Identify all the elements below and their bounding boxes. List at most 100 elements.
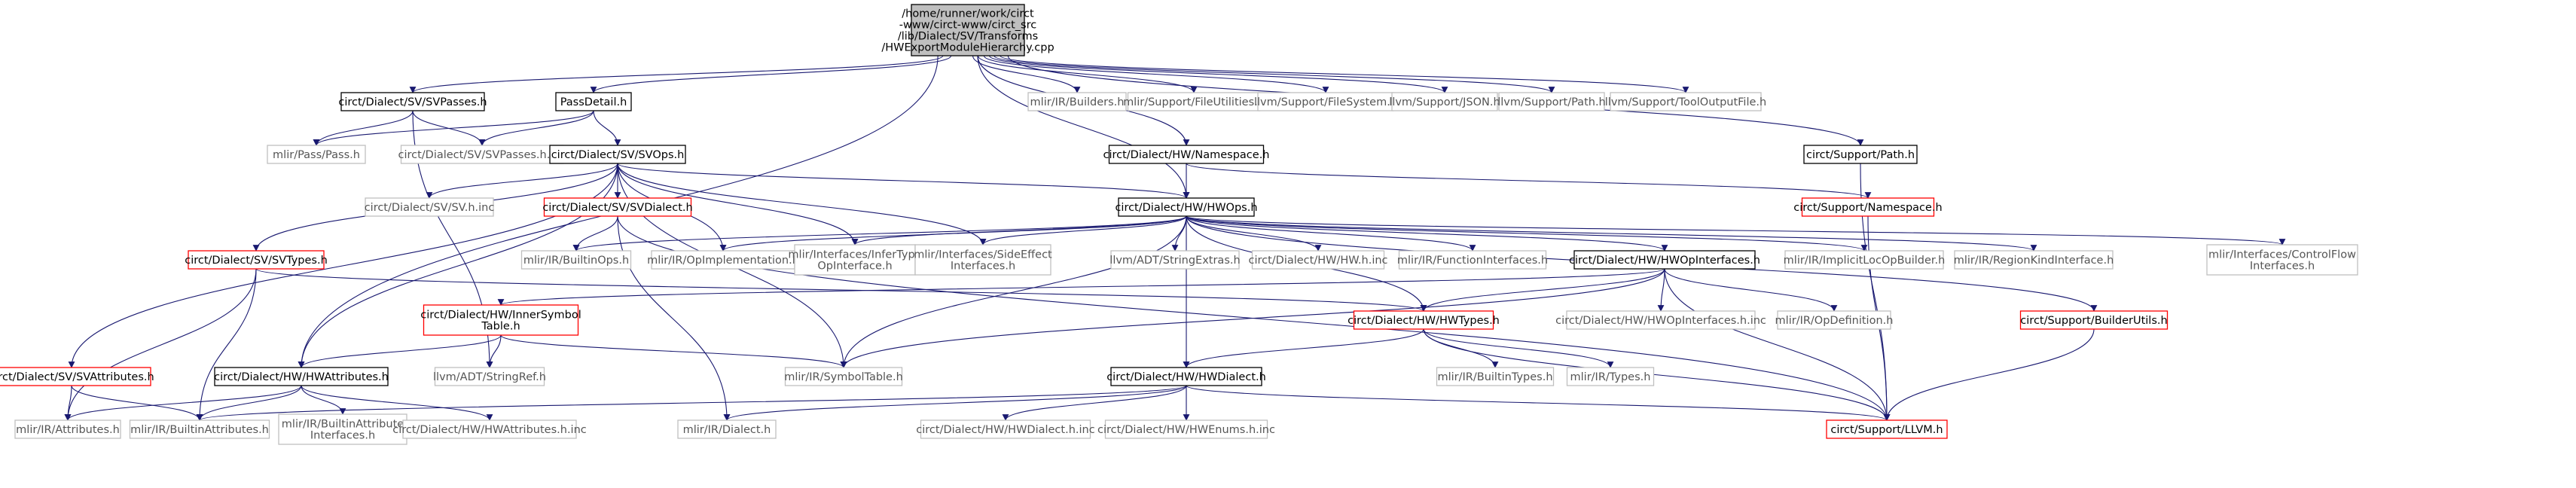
node-json-h[interactable]: llvm/Support/JSON.h: [1389, 92, 1500, 111]
edge-innersymbol-h-to-hwattributes-h: [298, 334, 502, 368]
node-types-h[interactable]: mlir/IR/Types.h: [1566, 367, 1655, 386]
node-supportpath-h[interactable]: circt/Support/Path.h: [1803, 145, 1918, 164]
node-dialect-h[interactable]: mlir/IR/Dialect.h: [677, 419, 777, 439]
edge-hwopinterfaces-h-to-hwtypes-h: [1420, 268, 1665, 312]
edge-root-to-tooloutputfile-h: [1000, 55, 1689, 93]
node-builders-h[interactable]: mlir/IR/Builders.h: [1027, 92, 1127, 111]
node-svtypes-h[interactable]: circt/Dialect/SV/SVTypes.h: [185, 250, 328, 270]
node-builtintypes-h[interactable]: mlir/IR/BuiltinTypes.h: [1436, 367, 1555, 386]
node-builtinops-h[interactable]: mlir/IR/BuiltinOps.h: [520, 250, 632, 270]
node-sv-inc[interactable]: circt/Dialect/SV/SV.h.inc: [365, 197, 495, 217]
edge-svattributes-h-to-attributes-h: [64, 385, 72, 421]
node-svpasses-h[interactable]: circt/Dialect/SV/SVPasses.h: [338, 92, 487, 111]
edge-hwopinterfaces-h-to-hwopinterfaces-inc: [1657, 268, 1665, 312]
node-opimplementation-h[interactable]: mlir/IR/OpImplementation.h: [647, 250, 799, 270]
edge-namespace-hw-h-to-supportnamespace-h: [1186, 163, 1872, 199]
node-label: Interfaces.h: [951, 261, 1015, 273]
node-box: [555, 92, 632, 111]
node-svattributes-h[interactable]: circt/Dialect/SV/SVAttributes.h: [0, 367, 154, 386]
node-builderutils-h[interactable]: circt/Support/BuilderUtils.h: [2019, 310, 2169, 330]
edge-svpasses-h-to-svpasses-inc: [412, 110, 486, 146]
node-supportnamespace-h[interactable]: circt/Support/Namespace.h: [1793, 197, 1943, 217]
edge-hwopinterfaces-h-to-symboltable-h: [840, 268, 1665, 368]
edge-hwops-h-to-symboltable-h: [840, 215, 1187, 368]
node-box: [1777, 310, 1891, 330]
node-label: circt/Dialect/HW/HWEnums.h.inc: [1097, 424, 1275, 436]
edge-hwopinterfaces-h-to-innersymbol-h: [498, 268, 1665, 306]
node-label: circt/Support/BuilderUtils.h: [2020, 315, 2167, 327]
edge-root-to-svpasses-h: [409, 55, 944, 93]
node-box: [1803, 145, 1918, 164]
node-symboltable-h[interactable]: mlir/IR/SymbolTable.h: [784, 367, 903, 386]
node-box: [784, 367, 903, 386]
node-svops-h[interactable]: circt/Dialect/SV/SVOps.h: [549, 145, 686, 164]
node-label: mlir/IR/BuiltinAttributes.h: [130, 424, 269, 436]
node-box: [677, 419, 777, 439]
node-label: circt/Dialect/HW/HWAttributes.h: [214, 371, 389, 383]
node-builtinattributes-h[interactable]: mlir/IR/BuiltinAttributes.h: [129, 419, 270, 439]
edge-hwops-h-to-regionkind-h: [1186, 215, 2037, 252]
node-svpasses-inc[interactable]: circt/Dialect/SV/SVPasses.h.inc: [398, 145, 566, 164]
node-label: mlir/IR/RegionKindInterface.h: [1954, 255, 2114, 267]
node-svdialect-h[interactable]: circt/Dialect/SV/SVDialect.h: [542, 197, 693, 217]
node-box: [1801, 197, 1935, 217]
edge-hwops-h-to-sideeffect-h: [979, 215, 1187, 246]
node-box: [402, 419, 577, 439]
node-hw-inc[interactable]: circt/Dialect/HW/HW.h.inc: [1248, 250, 1388, 270]
node-box: [549, 145, 686, 164]
node-llvmpath-h[interactable]: llvm/Support/Path.h: [1497, 92, 1606, 111]
edge-svops-h-to-sideeffect-h: [617, 163, 987, 246]
edge-svops-h-to-sv-inc: [426, 163, 618, 199]
node-functioninterfaces-h[interactable]: mlir/IR/FunctionInterfaces.h: [1397, 250, 1548, 270]
node-label: mlir/IR/SymbolTable.h: [784, 371, 903, 383]
node-opdefinition-h[interactable]: mlir/IR/OpDefinition.h: [1775, 310, 1894, 330]
edge-svpasses-h-to-pass-h: [313, 110, 414, 146]
node-stringextras-h[interactable]: llvm/ADT/StringExtras.h: [1109, 250, 1241, 270]
edge-hwops-h-to-hwopinterfaces-h: [1186, 215, 1668, 252]
edge-root-to-filesystem-h: [983, 55, 1329, 93]
node-regionkind-h[interactable]: mlir/IR/RegionKindInterface.h: [1954, 250, 2114, 270]
node-box: [1251, 250, 1385, 270]
edges-layer: [64, 55, 2285, 421]
node-box: [911, 4, 1025, 56]
node-filesystem-h[interactable]: llvm/Support/FileSystem.h: [1254, 92, 1397, 111]
node-label: circt/Support/LLVM.h: [1830, 424, 1943, 436]
node-llvm-h[interactable]: circt/Support/LLVM.h: [1826, 419, 1948, 439]
node-hwopinterfaces-inc[interactable]: circt/Dialect/HW/HWOpInterfaces.h.inc: [1555, 310, 1766, 330]
edge-hwdialect-h-to-dialect-h: [723, 385, 1187, 421]
edge-hwops-h-to-infertype-h: [851, 215, 1187, 246]
edge-svtypes-h-to-builtinattributes-h: [196, 268, 257, 421]
node-label: Interfaces.h: [310, 430, 375, 442]
node-hwdialect-h[interactable]: circt/Dialect/HW/HWDialect.h: [1106, 367, 1266, 386]
node-tooloutputfile-h[interactable]: llvm/Support/ToolOutputFile.h: [1605, 92, 1766, 111]
node-hwattributes-inc[interactable]: circt/Dialect/HW/HWAttributes.h.inc: [392, 419, 587, 439]
node-stringref-h[interactable]: llvm/ADT/StringRef.h: [433, 367, 546, 386]
node-attributes-h[interactable]: mlir/IR/Attributes.h: [14, 419, 121, 439]
node-box: [267, 145, 366, 164]
node-label: mlir/IR/FunctionInterfaces.h: [1397, 255, 1548, 267]
node-label: circt/Dialect/SV/SVPasses.h.inc: [398, 149, 566, 161]
node-hwdialect-inc[interactable]: circt/Dialect/HW/HWDialect.h.inc: [916, 419, 1095, 439]
edge-hwops-h-to-implicitloc-h: [1186, 215, 1868, 252]
node-hwtypes-h[interactable]: circt/Dialect/HW/HWTypes.h: [1348, 310, 1500, 330]
node-pass-h[interactable]: mlir/Pass/Pass.h: [267, 145, 366, 164]
edge-hwdialect-h-to-hwdialect-inc: [1002, 385, 1187, 421]
node-hwenums-inc[interactable]: circt/Dialect/HW/HWEnums.h.inc: [1097, 419, 1275, 439]
node-hwops-h[interactable]: circt/Dialect/HW/HWOps.h: [1115, 197, 1258, 217]
node-namespace-hw-h[interactable]: circt/Dialect/HW/Namespace.h: [1103, 145, 1270, 164]
node-implicitloc-h[interactable]: mlir/IR/ImplicitLocOpBuilder.h: [1784, 250, 1946, 270]
node-passdetail-h[interactable]: PassDetail.h: [555, 92, 632, 111]
node-box: [1127, 92, 1261, 111]
edge-hwtypes-h-to-types-h: [1423, 328, 1614, 368]
node-box: [129, 419, 270, 439]
node-hwattributes-h[interactable]: circt/Dialect/HW/HWAttributes.h: [214, 367, 389, 386]
edge-passdetail-h-to-svops-h: [593, 110, 621, 146]
node-fileutilities-h[interactable]: mlir/Support/FileUtilities.h: [1123, 92, 1265, 111]
node-hwopinterfaces-h[interactable]: circt/Dialect/HW/HWOpInterfaces.h: [1569, 250, 1760, 270]
